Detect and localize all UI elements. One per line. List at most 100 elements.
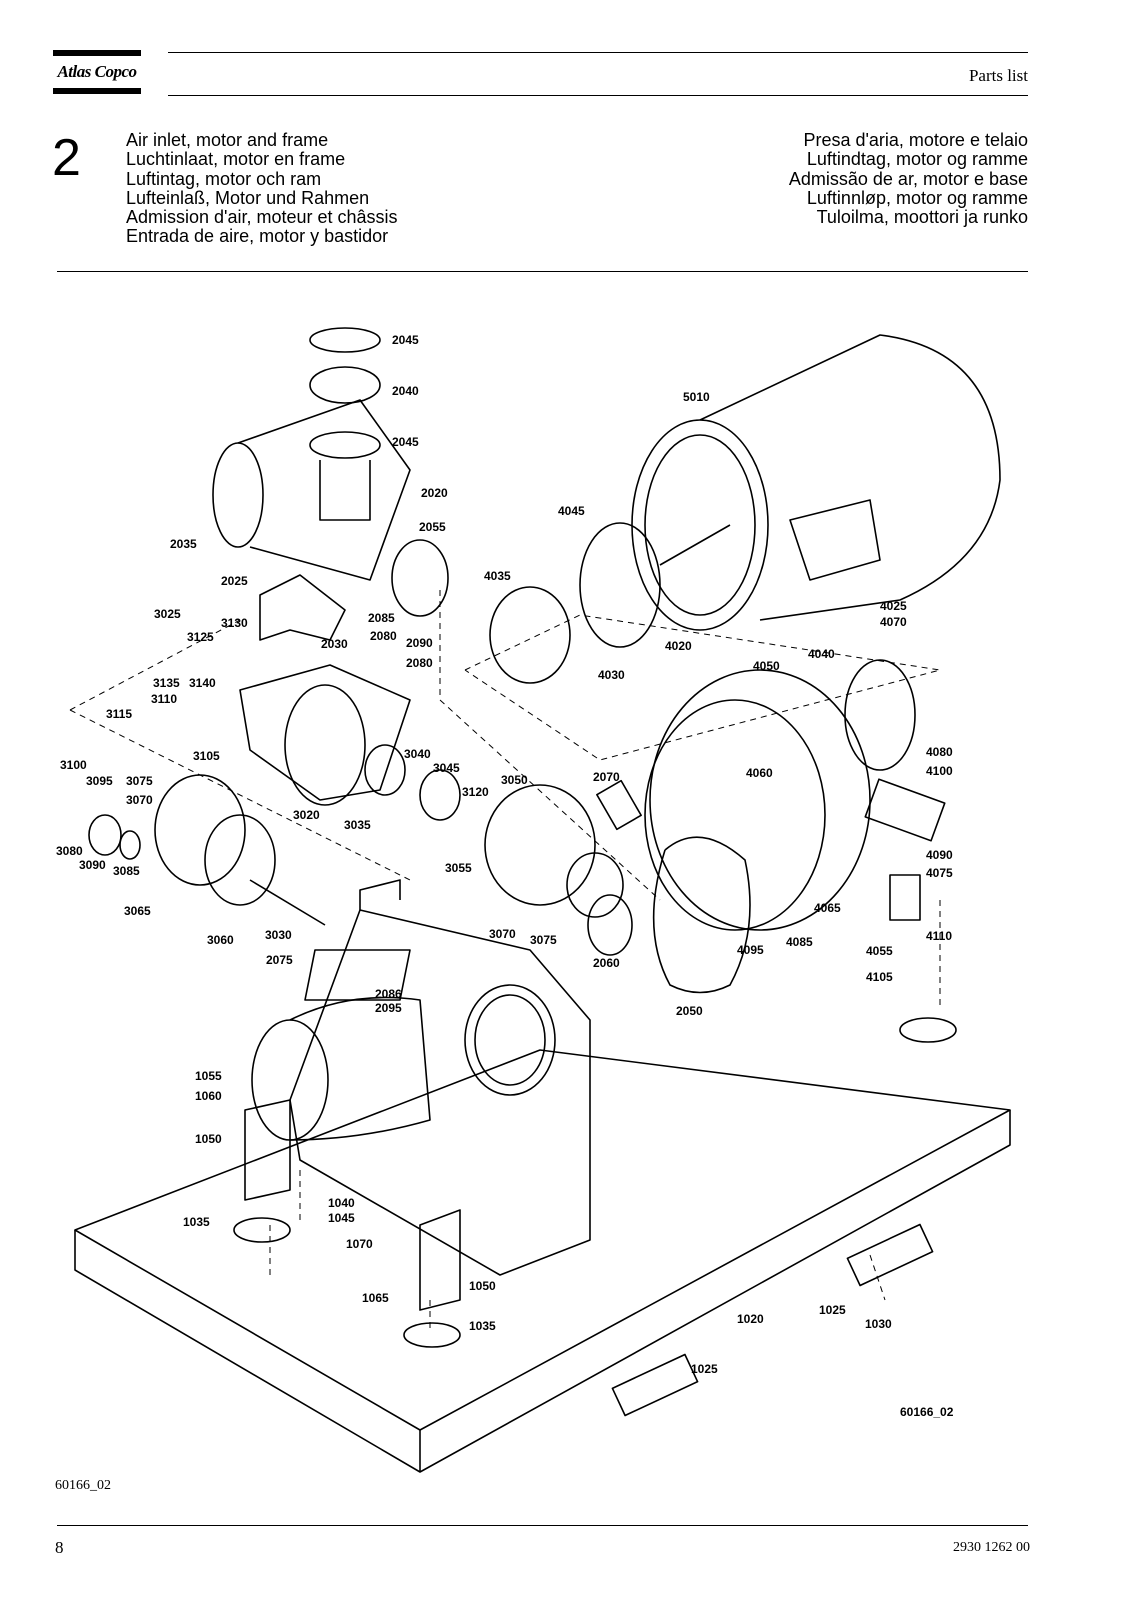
assembly-lines: [69, 590, 941, 1330]
part-label: 3055: [445, 861, 472, 875]
part-label: 2040: [392, 384, 419, 398]
part-label: 3070: [126, 793, 153, 807]
part-label: 2075: [266, 953, 293, 967]
part-label: 1050: [469, 1279, 496, 1293]
section-number: 2: [52, 129, 81, 187]
part-labels: 2045 2040 2045 5010 2020 2055 2035 4045 …: [56, 333, 954, 1419]
part-label: 2030: [321, 637, 348, 651]
section-label: Parts list: [968, 66, 1028, 85]
part-label: 4075: [926, 866, 953, 880]
part-label: 4050: [753, 659, 780, 673]
base-plate-top: [74, 1049, 1011, 1431]
part-label: 3105: [193, 749, 220, 763]
title-line: Presa d'aria, motore e telaio: [803, 130, 1028, 150]
title-line: Lufteinlaß, Motor und Rahmen: [126, 187, 370, 208]
part-label: 2045: [392, 333, 419, 347]
part-label: 1030: [865, 1317, 892, 1331]
titles-left: Air inlet, motor and frame Luchtinlaat, …: [126, 130, 398, 247]
part-label: 3125: [187, 630, 214, 644]
part-label: 4090: [926, 848, 953, 862]
part-label: 2085: [368, 611, 395, 625]
part-label: 3035: [344, 818, 371, 832]
part-label: 3075: [126, 774, 153, 788]
part-label: 4040: [808, 647, 835, 661]
title-line: Tuloilma, moottori ja runko: [816, 207, 1028, 228]
part-label: 1040: [328, 1196, 355, 1210]
part-label: 3130: [221, 616, 248, 630]
diagram-drawing: [74, 327, 1011, 1473]
part-label: 2090: [406, 636, 433, 650]
part-label: 4065: [814, 901, 841, 915]
title-line: Luchtinlaat, motor en frame: [126, 149, 346, 170]
title-line: Admission d'air, moteur et châssis: [126, 207, 398, 228]
part-label: 2070: [593, 770, 620, 784]
header-rule-bottom: [168, 95, 1028, 96]
part-label: 3065: [124, 904, 151, 918]
part-label: 3025: [154, 607, 181, 621]
part-label: 3085: [113, 864, 140, 878]
part-label: 3030: [265, 928, 292, 942]
part-label: 1035: [183, 1215, 210, 1229]
part-label: 2080: [370, 629, 397, 643]
part-label: 2035: [170, 537, 197, 551]
part-label: 3135: [153, 676, 180, 690]
part-label: 3080: [56, 844, 83, 858]
logo-bar-bottom: [53, 88, 141, 94]
part-label: 3020: [293, 808, 320, 822]
part-label: 3095: [86, 774, 113, 788]
logo-text: Atlas Copco: [57, 62, 137, 81]
part-label: 1035: [469, 1319, 496, 1333]
title-rule: [57, 271, 1028, 272]
part-label: 4045: [558, 504, 585, 518]
title-line: Luftinnløp, motor og ramme: [806, 187, 1028, 208]
part-label: 4080: [926, 745, 953, 759]
title-line: Admissão de ar, motor e base: [788, 168, 1028, 189]
atlas-copco-logo: Atlas Copco: [53, 50, 141, 94]
part-label: 1025: [819, 1303, 846, 1317]
part-label: 1055: [195, 1069, 222, 1083]
part-label: 1020: [737, 1312, 764, 1326]
part-label: 4025: [880, 599, 907, 613]
part-label: 1060: [195, 1089, 222, 1103]
part-label: 4030: [598, 668, 625, 682]
footer-rule: [57, 1525, 1028, 1526]
part-label: 2086: [375, 987, 402, 1001]
diagram-svg: 2045 2040 2045 5010 2020 2055 2035 4045 …: [56, 327, 1011, 1473]
part-label: 2055: [419, 520, 446, 534]
figure-code: 60166_02: [55, 1478, 111, 1493]
part-label: 3045: [433, 761, 460, 775]
part-label: 3070: [489, 927, 516, 941]
part-label: 4095: [737, 943, 764, 957]
document-number: 2930 1262 00: [953, 1540, 1030, 1555]
part-label: 4070: [880, 615, 907, 629]
part-label: 3115: [106, 707, 132, 721]
title-line: Luftindtag, motor og ramme: [806, 149, 1028, 170]
part-label: 2060: [593, 956, 620, 970]
part-label: 3075: [530, 933, 557, 947]
part-label: 3050: [501, 773, 528, 787]
part-label: 1065: [362, 1291, 389, 1305]
part-label: 2080: [406, 656, 433, 670]
part-label: 1045: [328, 1211, 355, 1225]
part-label: 2025: [221, 574, 248, 588]
part-label: 3110: [151, 692, 177, 706]
part-label: 4060: [746, 766, 773, 780]
logo-bar-top: [53, 50, 141, 56]
header-rule-top: [168, 52, 1028, 53]
diagram-reference: 60166_02: [900, 1405, 954, 1419]
title-line: Entrada de aire, motor y bastidor: [126, 226, 389, 247]
part-label: 2045: [392, 435, 419, 449]
part-label: 3140: [189, 676, 216, 690]
part-label: 1070: [346, 1237, 373, 1251]
part-label: 2095: [375, 1001, 402, 1015]
part-label: 3090: [79, 858, 106, 872]
frame-body: [289, 909, 591, 1276]
part-label: 4105: [866, 970, 893, 984]
part-label: 2020: [421, 486, 448, 500]
page-number: 8: [55, 1538, 64, 1557]
part-label: 3100: [60, 758, 87, 772]
part-label: 4110: [926, 929, 952, 943]
part-label: 4020: [665, 639, 692, 653]
part-label: 2050: [676, 1004, 703, 1018]
part-label: 4085: [786, 935, 813, 949]
